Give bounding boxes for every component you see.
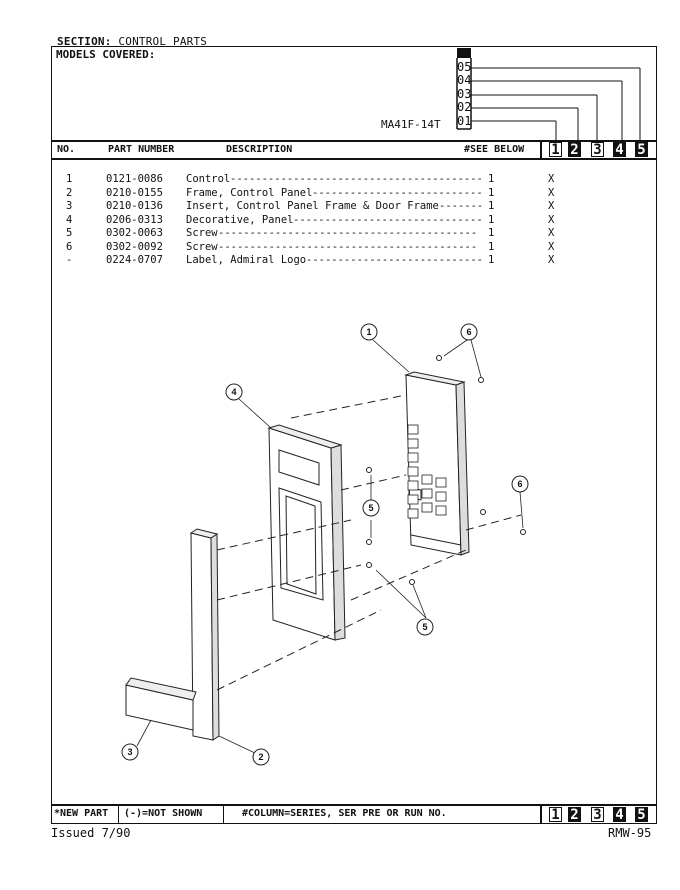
part-description: Decorative, Panel — [186, 213, 294, 226]
header-rule-bottom — [51, 158, 657, 160]
series-marker-02: 02 — [457, 100, 472, 114]
callout-3: 3 — [127, 747, 132, 757]
part-description: Frame, Control Panel — [186, 186, 313, 199]
part-mark: X — [548, 200, 555, 212]
part-qty: 1 — [488, 200, 495, 212]
part-mark: X — [548, 173, 555, 185]
part-mark: X — [548, 227, 555, 239]
part-no: 2 — [66, 186, 73, 199]
callout-5: 5 — [368, 503, 373, 513]
footer-col-4: 4 — [613, 807, 626, 822]
footer-col-3: 3 — [591, 807, 604, 822]
part-no: 4 — [66, 213, 73, 226]
series-marker-03: 03 — [457, 87, 472, 101]
section-label: SECTION: — [57, 35, 112, 48]
part-qty: 1 — [488, 186, 495, 199]
header-description: DESCRIPTION — [226, 144, 293, 155]
part-number: 0302-0063 — [106, 227, 163, 239]
footer-divider-2 — [223, 805, 224, 824]
page-frame — [51, 46, 657, 824]
series-marker-04: 04 — [457, 73, 472, 87]
footer-rule — [51, 804, 657, 806]
section-value: CONTROL PARTS — [118, 35, 208, 48]
insert-frame — [125, 677, 197, 731]
part-no: 1 — [66, 173, 73, 185]
footer-new-part: *NEW PART — [54, 808, 109, 819]
model-number: MA41F-14T — [381, 118, 441, 131]
series-marker-01: 01 — [457, 114, 472, 128]
callout-4: 4 — [231, 387, 236, 397]
header-see-below: #SEE BELOW — [464, 144, 525, 155]
part-description: Control — [186, 173, 231, 185]
part-number: 0210-0136 — [106, 200, 163, 212]
part-description: Label, Admiral Logo — [186, 254, 307, 266]
part-no: - — [66, 254, 73, 266]
issued-date: Issued 7/90 — [51, 826, 131, 840]
part-qty: 1 — [488, 173, 495, 185]
part-leader: ----------------------------------------… — [218, 240, 478, 253]
part-qty: 1 — [488, 227, 495, 239]
part-number: 0210-0155 — [106, 186, 163, 199]
part-leader: ---------------------------------------- — [230, 173, 483, 185]
part-no: 5 — [66, 227, 73, 239]
part-mark: X — [548, 213, 555, 226]
part-qty: 1 — [488, 240, 495, 253]
footer-col-5: 5 — [635, 807, 648, 822]
part-qty: 1 — [488, 254, 495, 266]
footer-col-1: 1 — [549, 807, 562, 822]
control-frame — [189, 528, 220, 741]
series-bracket — [456, 48, 641, 142]
part-number: 0302-0092 — [106, 240, 163, 253]
callout-5: 5 — [422, 622, 427, 632]
header-no: NO. — [57, 144, 76, 155]
footer-col-2: 2 — [568, 807, 581, 822]
callout-6: 6 — [517, 479, 522, 489]
footer-not-shown: (-)=NOT SHOWN — [124, 808, 203, 819]
control-board — [404, 371, 470, 556]
callout-6: 6 — [466, 327, 471, 337]
header-col-3: 3 — [591, 142, 604, 157]
part-leader: ------------------------------ — [293, 213, 483, 226]
header-part-number: PART NUMBER — [108, 144, 175, 155]
header-col-5: 5 — [635, 142, 648, 157]
part-no: 3 — [66, 200, 73, 212]
document-code: RMW-95 — [608, 826, 652, 840]
header-divider — [540, 140, 542, 159]
footer-divider-3 — [540, 805, 542, 824]
exploded-diagram: 1 6 4 5 6 5 3 2 — [121, 323, 529, 766]
part-leader: ----------------------------------------… — [218, 227, 478, 239]
header-rule-top — [51, 140, 657, 142]
header-col-2: 2 — [568, 142, 581, 157]
callout-1: 1 — [366, 327, 371, 337]
part-mark: X — [548, 240, 555, 253]
part-description: Insert, Control Panel Frame & Door Frame — [186, 200, 439, 212]
decorative-panel — [267, 424, 346, 641]
models-covered-label: MODELS COVERED: — [56, 48, 156, 61]
series-marker-05: 05 — [457, 60, 472, 74]
part-description: Screw — [186, 227, 218, 239]
part-leader: ------- — [439, 200, 484, 212]
header-col-1: 1 — [549, 142, 562, 157]
part-leader: ---------------------------- — [306, 254, 484, 266]
part-leader: --------------------------- — [312, 186, 483, 199]
part-no: 6 — [66, 240, 73, 253]
footer-divider-1 — [118, 805, 119, 824]
part-description: Screw — [186, 240, 218, 253]
footer-column-note: #COLUMN=SERIES, SER PRE OR RUN NO. — [242, 808, 447, 819]
part-mark: X — [548, 254, 555, 266]
section-title: SECTION: CONTROL PARTS — [57, 35, 207, 48]
part-qty: 1 — [488, 213, 495, 226]
part-number: 0224-0707 — [106, 254, 163, 266]
part-number: 0206-0313 — [106, 213, 163, 226]
callout-2: 2 — [258, 752, 263, 762]
part-number: 0121-0086 — [106, 173, 163, 185]
part-mark: X — [548, 186, 555, 199]
header-col-4: 4 — [613, 142, 626, 157]
